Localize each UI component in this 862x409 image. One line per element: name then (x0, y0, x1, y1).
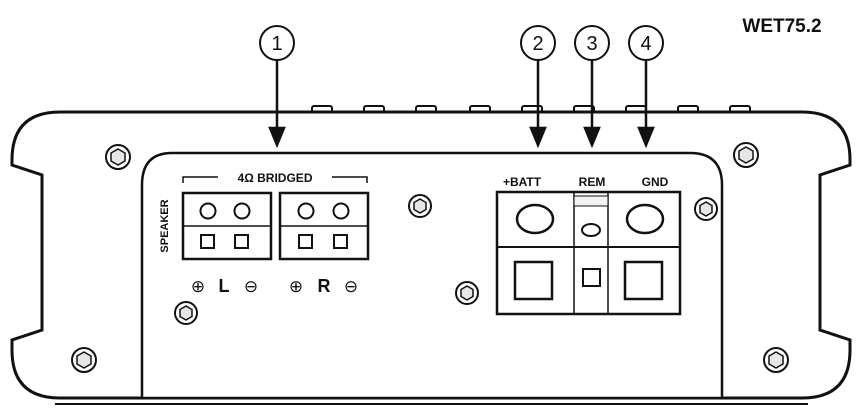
screw (763, 347, 789, 373)
callout-3: 3 (574, 25, 610, 61)
gnd-wire-slot (623, 260, 664, 301)
terminal-wire-slot (234, 234, 249, 249)
batt-screw (515, 203, 555, 235)
speaker-terminal-block-right (278, 191, 370, 261)
terminal-screw-hole (199, 202, 217, 220)
terminal-screw-hole (332, 202, 350, 220)
bridged-bracket (182, 176, 368, 183)
screw (455, 281, 479, 305)
right-plus-symbol: ⊕ (289, 277, 303, 297)
rem-wire-slot (582, 268, 601, 287)
screw (408, 194, 432, 218)
svg-text:2: 2 (532, 33, 543, 55)
rem-screw (581, 223, 601, 237)
gnd-screw (625, 203, 665, 235)
screw (733, 142, 759, 168)
terminal-wire-slot (200, 234, 215, 249)
left-plus-symbol: ⊕ (191, 277, 205, 297)
speaker-terminal-block-left (181, 191, 273, 261)
gnd-label: GND (642, 175, 669, 189)
rem-label: REM (579, 175, 606, 189)
power-terminal-block (495, 190, 682, 316)
right-channel-label: R (318, 276, 331, 296)
screw (174, 301, 198, 325)
screw (694, 197, 718, 221)
screw (105, 144, 131, 170)
model-label: WET75.2 (742, 16, 821, 37)
terminal-screw-hole (297, 202, 315, 220)
left-minus-symbol: ⊖ (244, 277, 258, 297)
right-minus-symbol: ⊖ (344, 277, 358, 297)
svg-text:1: 1 (271, 33, 282, 55)
terminal-screw-hole (233, 202, 251, 220)
terminal-wire-slot (298, 234, 313, 249)
speaker-side-label: SPEAKER (159, 199, 171, 252)
callout-2: 2 (520, 25, 556, 61)
screw (71, 347, 97, 373)
terminal-wire-slot (333, 234, 348, 249)
bridged-label: 4Ω BRIDGED (238, 171, 313, 185)
svg-text:4: 4 (640, 33, 651, 55)
callout-4: 4 (628, 25, 664, 61)
batt-label: +BATT (503, 175, 542, 189)
callout-1: 1 (259, 25, 295, 61)
left-channel-label: L (219, 276, 230, 296)
batt-wire-slot (513, 260, 554, 301)
callout-leaders (268, 60, 655, 149)
svg-text:3: 3 (586, 33, 597, 55)
